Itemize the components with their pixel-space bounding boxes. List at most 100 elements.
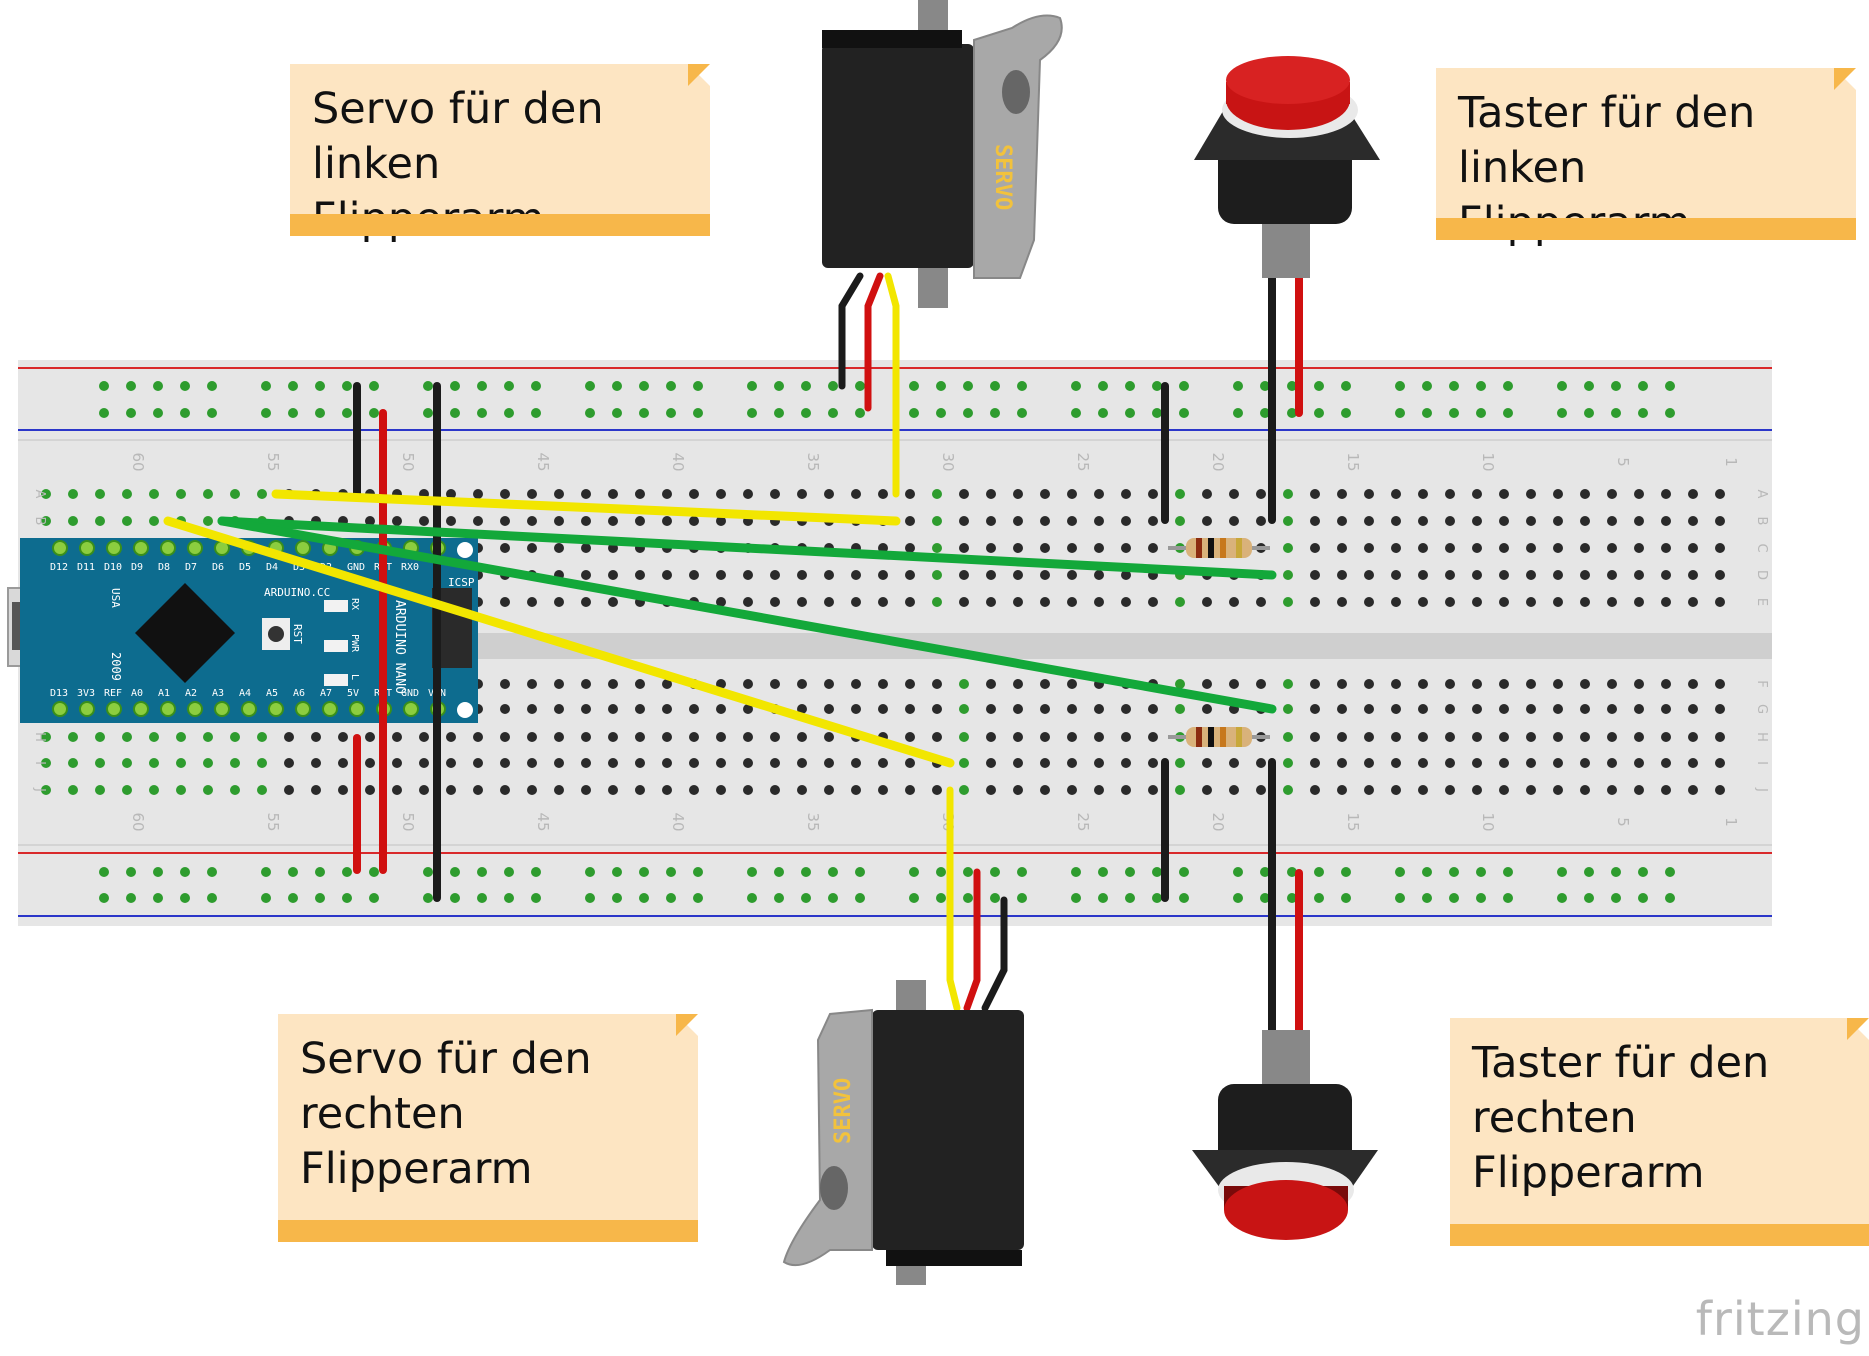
breadboard-hole [1472, 570, 1482, 580]
breadboard-hole [1526, 543, 1536, 553]
rail-hole [1422, 408, 1432, 418]
breadboard-hole [338, 758, 348, 768]
breadboard-hole [68, 732, 78, 742]
breadboard-hole [581, 516, 591, 526]
breadboard-hole [1364, 516, 1374, 526]
rail-hole [153, 381, 163, 391]
rail-hole [990, 893, 1000, 903]
rail-hole [450, 381, 460, 391]
rail-hole [1611, 408, 1621, 418]
rail-hole [477, 893, 487, 903]
breadboard-hole [635, 758, 645, 768]
breadboard-hole [1337, 679, 1347, 689]
breadboard-hole [1013, 785, 1023, 795]
breadboard-hole [1013, 516, 1023, 526]
breadboard-hole [527, 785, 537, 795]
breadboard-hole [1472, 704, 1482, 714]
breadboard-hole [419, 732, 429, 742]
rail-hole [477, 867, 487, 877]
breadboard-hole [1391, 516, 1401, 526]
breadboard-hole [1499, 516, 1509, 526]
breadboard-hole [95, 785, 105, 795]
breadboard-hole [1040, 704, 1050, 714]
note-button-right-text: Taster für den rechten Flipperarm [1472, 1038, 1770, 1198]
breadboard-hole [743, 489, 753, 499]
breadboard-hole [1310, 597, 1320, 607]
arduino-led-pwr-label: PWR [349, 634, 360, 653]
breadboard-hole [1715, 543, 1725, 553]
rail-hole [261, 408, 271, 418]
breadboard-hole [1256, 785, 1266, 795]
breadboard-hole [635, 785, 645, 795]
breadboard-hole [1391, 679, 1401, 689]
rail-hole [936, 381, 946, 391]
column-number-label: 10 [1479, 452, 1497, 471]
breadboard-hole [1634, 679, 1644, 689]
breadboard-hole [1229, 489, 1239, 499]
breadboard-hole [1499, 704, 1509, 714]
row-letter-label: A [32, 490, 47, 499]
rail-hole [261, 381, 271, 391]
breadboard-hole [1418, 597, 1428, 607]
breadboard-hole [905, 704, 915, 714]
breadboard-hole [905, 489, 915, 499]
breadboard-hole [1094, 758, 1104, 768]
breadboard-hole [608, 597, 618, 607]
breadboard-hole [1526, 489, 1536, 499]
breadboard-hole [743, 732, 753, 742]
row-letter-label: J [1754, 787, 1769, 792]
breadboard-hole [959, 489, 969, 499]
rail-hole [1152, 408, 1162, 418]
rail-hole [450, 867, 460, 877]
breadboard-hole [1472, 597, 1482, 607]
wire-servo-bottom-yellow [946, 786, 961, 1012]
column-number-label: 15 [1344, 452, 1362, 471]
breadboard-hole [1364, 785, 1374, 795]
breadboard-hole [878, 785, 888, 795]
breadboard-hole [986, 543, 996, 553]
arduino-pin [295, 701, 311, 717]
breadboard-hole [608, 758, 618, 768]
rail-hole [1584, 381, 1594, 391]
breadboard-hole [1148, 489, 1158, 499]
rail-hole [1179, 867, 1189, 877]
breadboard-hole [1013, 704, 1023, 714]
breadboard-hole [1202, 489, 1212, 499]
breadboard-hole [500, 679, 510, 689]
breadboard-hole [824, 785, 834, 795]
column-number-label: 20 [1209, 812, 1227, 831]
breadboard-hole [41, 758, 51, 768]
breadboard-hole [1283, 597, 1293, 607]
breadboard-hole [1067, 732, 1077, 742]
rail-hole [693, 893, 703, 903]
breadboard-hole [1067, 570, 1077, 580]
arduino-pin-label: A1 [158, 688, 170, 699]
rail-hole [315, 893, 325, 903]
arduino-rst: RST [291, 624, 304, 644]
breadboard-hole [581, 785, 591, 795]
breadboard-hole [716, 732, 726, 742]
arduino-model: ARDUINO NANO [392, 600, 407, 694]
breadboard-hole [1553, 785, 1563, 795]
rail-hole [1260, 893, 1270, 903]
push-button-bottom [1192, 1030, 1378, 1240]
breadboard-hole [851, 679, 861, 689]
column-number-label: 1 [1722, 457, 1740, 467]
breadboard-hole [1580, 516, 1590, 526]
rail-hole [1287, 408, 1297, 418]
fritzing-logo: fritzing [1695, 1292, 1865, 1346]
rail-hole [855, 381, 865, 391]
breadboard-hole [608, 785, 618, 795]
rail-hole [801, 408, 811, 418]
breadboard-hole [1580, 543, 1590, 553]
rail-hole [504, 867, 514, 877]
breadboard-hole [1202, 758, 1212, 768]
breadboard-hole [365, 732, 375, 742]
breadboard-hole [473, 758, 483, 768]
rail-hole [369, 867, 379, 877]
breadboard-hole [1364, 570, 1374, 580]
breadboard-hole [770, 489, 780, 499]
arduino-pin-label: A6 [293, 688, 305, 699]
breadboard-hole [689, 489, 699, 499]
breadboard-hole [1391, 597, 1401, 607]
